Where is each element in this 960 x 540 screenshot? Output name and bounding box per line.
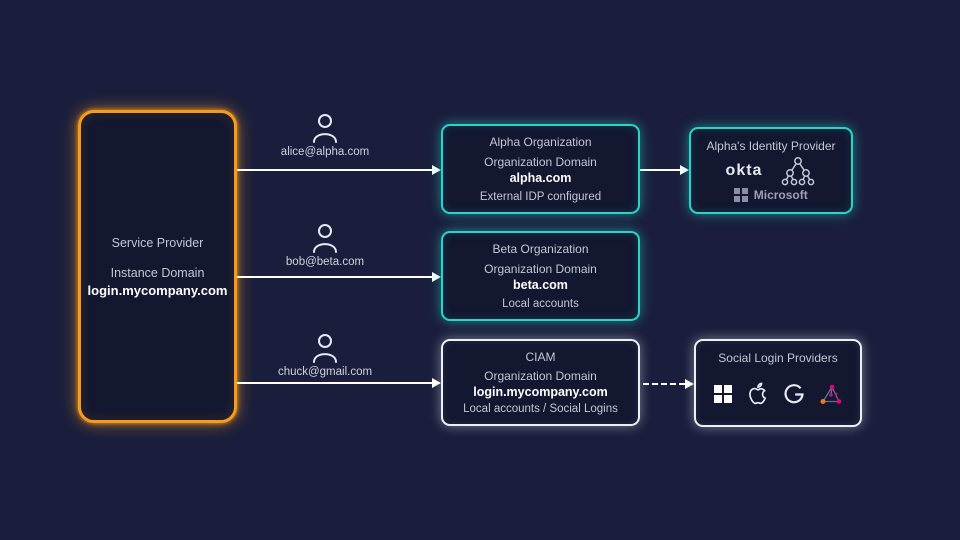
microsoft-label: Microsoft: [753, 188, 808, 202]
service-provider-box: Service Provider Instance Domain login.m…: [78, 110, 237, 423]
org-domain-value: login.mycompany.com: [473, 384, 608, 399]
org-note: Local accounts: [502, 298, 579, 310]
person-icon: [313, 334, 337, 363]
org-title: Beta Organization: [492, 242, 589, 256]
arrowhead: [432, 378, 441, 388]
user-email: alice@alpha.com: [280, 146, 370, 158]
user-alice: alice@alpha.com: [260, 112, 390, 158]
idp-title: Alpha's Identity Provider: [706, 139, 836, 153]
arrowhead: [680, 165, 689, 175]
directory-tree-icon: [782, 156, 815, 185]
org-domain-value: alpha.com: [509, 171, 572, 185]
org-domain-label: Organization Domain: [484, 155, 597, 169]
microsoft-icon: [734, 188, 748, 202]
user-email: chuck@gmail.com: [277, 366, 373, 378]
org-title: CIAM: [525, 350, 556, 364]
instance-domain-value: login.mycompany.com: [87, 282, 228, 298]
arrow-sp-to-alpha: [237, 165, 441, 175]
apple-icon: [748, 382, 766, 405]
instance-domain-label: Instance Domain: [110, 265, 205, 280]
org-domain-value: beta.com: [513, 278, 568, 292]
social-title: Social Login Providers: [718, 351, 838, 365]
social-login-providers-box: Social Login Providers: [694, 339, 862, 427]
ciam-organization-box: CIAM Organization Domain login.mycompany…: [441, 339, 640, 426]
social-icon-row: [713, 381, 843, 407]
org-domain-label: Organization Domain: [484, 368, 597, 383]
google-icon: [783, 384, 804, 404]
arrow-sp-to-ciam: [237, 378, 441, 388]
arrowhead: [432, 272, 441, 282]
arrowhead: [432, 165, 441, 175]
user-email: bob@beta.com: [285, 256, 365, 268]
org-domain-label: Organization Domain: [484, 262, 597, 276]
okta-wordmark: okta: [725, 161, 763, 179]
person-icon: [313, 224, 337, 253]
user-bob: bob@beta.com: [260, 222, 390, 268]
arrow-sp-to-beta: [237, 272, 441, 282]
arrowhead: [685, 379, 694, 389]
arrow-ciam-to-social: [643, 379, 694, 389]
arrow-alpha-to-idp: [640, 165, 689, 175]
microsoft-icon: [713, 385, 732, 403]
network-triangle-icon: [820, 384, 841, 404]
alpha-organization-box: Alpha Organization Organization Domain a…: [441, 124, 640, 214]
microsoft-row: Microsoft: [734, 188, 808, 202]
org-note: External IDP configured: [479, 191, 602, 203]
org-title: Alpha Organization: [489, 135, 592, 149]
org-note: Local accounts / Social Logins: [463, 403, 618, 415]
person-icon: [313, 114, 337, 143]
beta-organization-box: Beta Organization Organization Domain be…: [441, 231, 640, 321]
service-provider-title: Service Provider: [111, 235, 204, 250]
idp-logo-row: okta: [726, 156, 817, 186]
user-chuck: chuck@gmail.com: [260, 332, 390, 378]
alpha-identity-provider-box: Alpha's Identity Provider okta Microsoft: [689, 127, 853, 214]
